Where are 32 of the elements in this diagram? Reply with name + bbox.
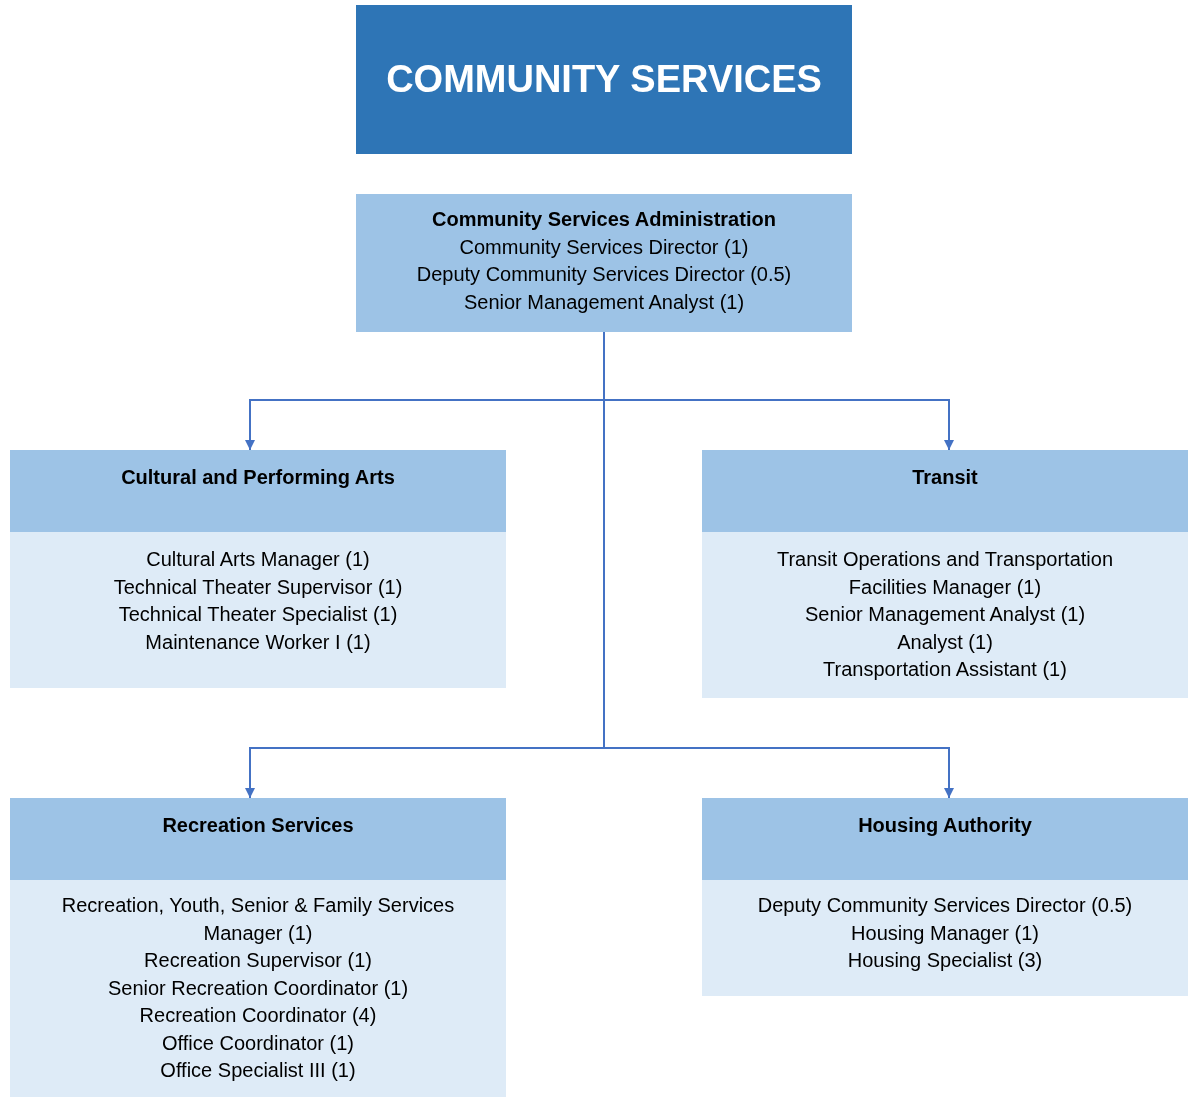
position-text: Technical Theater Specialist (1) — [117, 602, 399, 627]
position-text: Transportation Assistant (1) — [822, 657, 1068, 682]
position-text: Analyst (1) — [896, 629, 994, 655]
title-text: COMMUNITY SERVICES — [386, 58, 822, 101]
position-text: Community Services Director (1) — [458, 234, 750, 260]
title-banner — [356, 5, 852, 154]
position-text: Recreation Coordinator (4) — [138, 1003, 378, 1028]
position-text: Housing Manager (1) — [850, 920, 1040, 946]
position-text: Cultural Arts Manager (1) — [145, 547, 371, 572]
heading: Transit — [911, 465, 979, 490]
department-box — [702, 450, 1188, 698]
position-text: Deputy Community Services Director (0.5) — [756, 893, 1134, 918]
position-text: Recreation, Youth, Senior & Family Services Manager (1) — [60, 893, 456, 946]
position-text: Housing Specialist (3) — [846, 948, 1044, 973]
position-text: Office Specialist III (1) — [159, 1058, 357, 1083]
position-text: Senior Recreation Coordinator (1) — [106, 975, 410, 1001]
department-box — [702, 798, 1188, 996]
heading: Cultural and Performing Arts — [120, 465, 396, 490]
heading: Community Services Administration — [431, 207, 777, 232]
position-text: Transit Operations and Transportation Facilities Manager (1) — [775, 547, 1115, 600]
position-text: Office Coordinator (1) — [161, 1030, 355, 1056]
department-box — [10, 798, 506, 1097]
heading: Recreation Services — [161, 813, 355, 838]
position-text: Senior Management Analyst (1) — [462, 289, 746, 315]
position-text: Senior Management Analyst (1) — [803, 602, 1087, 627]
department-box — [10, 450, 506, 688]
position-text: Recreation Supervisor (1) — [143, 948, 373, 973]
heading: Housing Authority — [857, 813, 1033, 838]
position-text: Technical Theater Supervisor (1) — [112, 574, 404, 600]
department-box — [356, 194, 852, 332]
position-text: Maintenance Worker I (1) — [144, 629, 372, 655]
position-text: Deputy Community Services Director (0.5) — [415, 262, 793, 287]
